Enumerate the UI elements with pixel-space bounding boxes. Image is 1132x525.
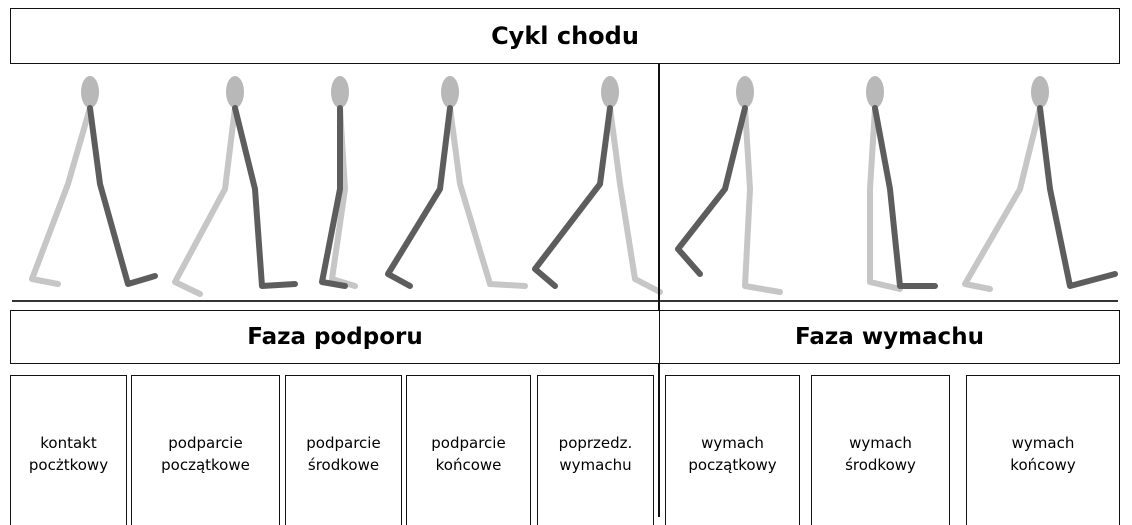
pelvis-bone [736,76,754,108]
subphase-box: poprzedz. wymachu [537,375,654,525]
subphase-label: kontakt pocżtkowy [29,432,108,476]
pelvis-bone [81,76,99,108]
leg-skeleton-wymach-poczatkowy [678,76,780,292]
phase-stance-label: Faza podporu [247,324,423,350]
reference-leg-bones [90,108,155,284]
reference-leg-bones [875,108,935,286]
cycle-title: Cykl chodu [10,8,1120,64]
reference-leg-bones [678,108,745,274]
cycle-title-text: Cykl chodu [491,22,639,50]
leg-skeleton-podparcie-koncowe [388,76,525,286]
subphase-label: poprzedz. wymachu [559,432,633,476]
phase-swing-label: Faza wymachu [795,324,984,350]
leg-skeleton-poprzedz-wymachu [535,76,660,292]
leg-skeleton-wymach-koncowy [965,76,1115,289]
contralateral-leg-bones [32,108,90,284]
pelvis-bone [1031,76,1049,108]
leg-skeleton-wymach-srodkowy [866,76,935,289]
contralateral-leg-bones [610,108,660,292]
pelvis-bone [441,76,459,108]
skeleton-illustration-panel [10,64,1120,308]
stance-swing-divider [658,64,660,517]
leg-skeleton-podparcie-poczatkowe [175,76,295,294]
contralateral-leg-bones [450,108,525,286]
leg-skeleton-podparcie-srodkowe [322,76,355,286]
subphase-box: podparcie końcowe [406,375,531,525]
subphase-label: wymach środkowy [845,432,916,476]
pelvis-bone [331,76,349,108]
subphase-label: wymach końcowy [1010,432,1075,476]
pelvis-bone [601,76,619,108]
phase-stance: Faza podporu [10,310,660,364]
subphase-box: wymach środkowy [811,375,950,525]
contralateral-leg-bones [175,108,235,294]
pelvis-bone [866,76,884,108]
reference-leg-bones [388,108,450,286]
subphase-box: kontakt pocżtkowy [10,375,127,525]
subphase-label: podparcie początkowe [161,432,250,476]
subphase-box: wymach końcowy [966,375,1120,525]
reference-leg-bones [235,108,295,286]
subphase-label: podparcie końcowe [431,432,505,476]
reference-leg-bones [1040,108,1115,286]
leg-skeleton-kontakt-poczatkowy [32,76,155,284]
reference-leg-bones [535,108,610,286]
phase-swing: Faza wymachu [659,310,1120,364]
subphase-box: podparcie środkowe [285,375,402,525]
subphase-label: podparcie środkowe [306,432,380,476]
subphase-box: podparcie początkowe [131,375,280,525]
subphase-box: wymach początkowy [665,375,800,525]
contralateral-leg-bones [745,108,780,292]
gait-skeleton-figures [10,64,1120,308]
pelvis-bone [226,76,244,108]
subphase-label: wymach początkowy [688,432,776,476]
contralateral-leg-bones [965,108,1040,289]
